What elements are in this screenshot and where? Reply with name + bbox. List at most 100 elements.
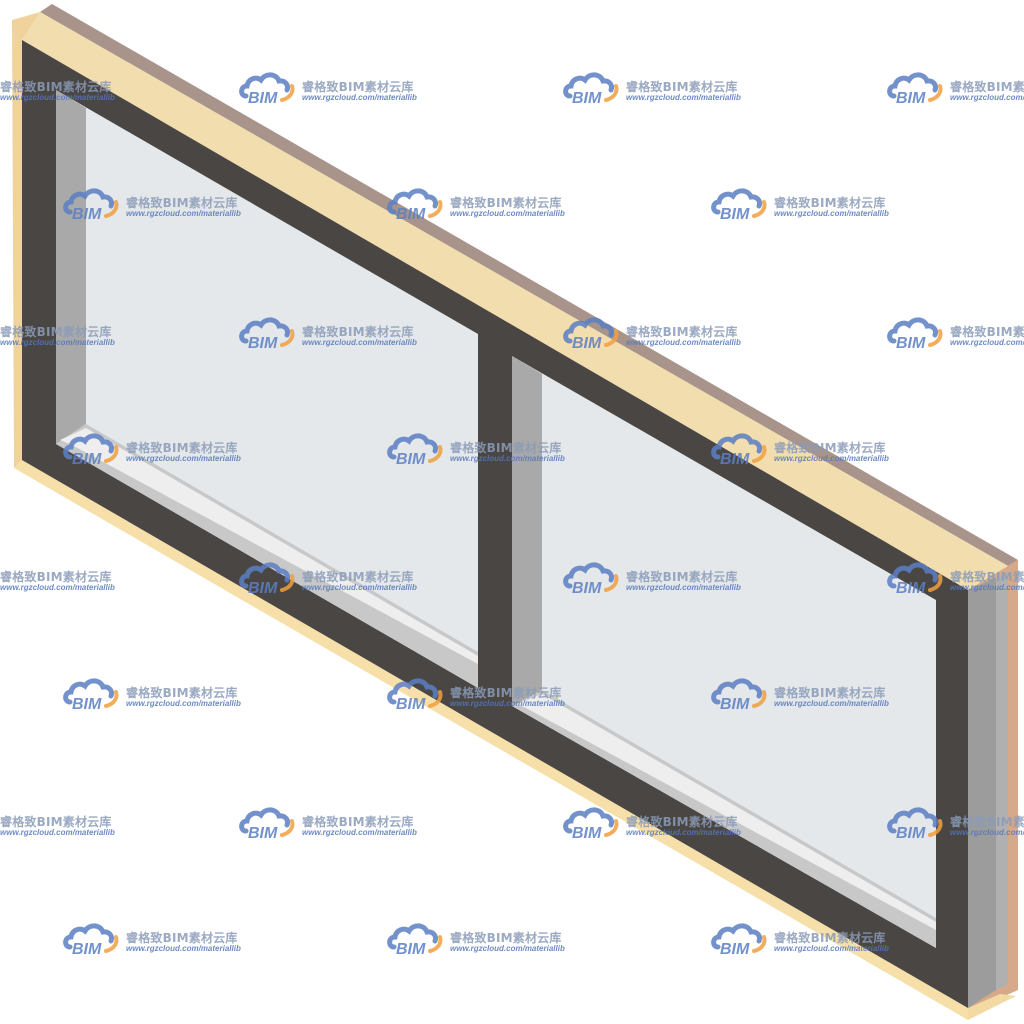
watermark-url-text: www.rgzcloud.com/materiallib <box>626 828 741 837</box>
watermark-url-text: www.rgzcloud.com/materiallib <box>450 944 565 953</box>
bim-logo-text: BIM <box>720 451 750 467</box>
cloud-logo-icon: BIM <box>563 562 619 596</box>
watermark-brand-text: 睿格致BIM素材云库 <box>302 325 414 339</box>
bim-logo-text: BIM <box>896 825 926 841</box>
watermark-url-text: www.rgzcloud.com/materiallib <box>302 93 417 102</box>
watermark-brand-text: 睿格致BIM素材云库 <box>450 196 562 210</box>
watermark: BIM 睿格致BIM素材云库 www.rgzcloud.com/material… <box>710 431 910 471</box>
watermark: BIM 睿格致BIM素材云库 www.rgzcloud.com/material… <box>886 560 1024 600</box>
bim-logo-text: BIM <box>572 825 602 841</box>
watermark-brand-text: 睿格致BIM素材云库 <box>950 325 1024 339</box>
cloud-logo-icon: BIM <box>239 562 295 596</box>
bim-logo-text: BIM <box>72 451 102 467</box>
watermark: BIM 睿格致BIM素材云库 www.rgzcloud.com/material… <box>386 186 586 226</box>
cloud-logo-icon: BIM <box>63 678 119 712</box>
bim-logo-text: BIM <box>896 580 926 596</box>
watermark-url-text: www.rgzcloud.com/materiallib <box>302 583 417 592</box>
cloud-logo-icon: BIM <box>239 807 295 841</box>
cloud-logo-icon: BIM <box>563 807 619 841</box>
watermark: BIM 睿格致BIM素材云库 www.rgzcloud.com/material… <box>238 70 438 110</box>
right-pane-reveal-left <box>512 356 542 706</box>
watermark-url-text: www.rgzcloud.com/materiallib <box>626 338 741 347</box>
watermark-url-text: www.rgzcloud.com/materiallib <box>126 209 241 218</box>
watermark-url-text: www.rgzcloud.com/materiallib <box>450 209 565 218</box>
watermark: BIM 睿格致BIM素材云库 www.rgzcloud.com/material… <box>886 70 1024 110</box>
casing-bottom-lip <box>968 994 1016 1020</box>
watermark: BIM 睿格致BIM素材云库 www.rgzcloud.com/material… <box>710 921 910 961</box>
casing-top-edge <box>40 4 1018 566</box>
watermark-url-text: www.rgzcloud.com/materiallib <box>126 944 241 953</box>
watermark-url-text: www.rgzcloud.com/materiallib <box>0 583 115 592</box>
watermark-brand-text: 睿格致BIM素材云库 <box>126 441 238 455</box>
left-pane-sill-highlight <box>60 428 478 664</box>
watermark-url-text: www.rgzcloud.com/materiallib <box>774 944 889 953</box>
watermark-url-text: www.rgzcloud.com/materiallib <box>450 699 565 708</box>
watermark-brand-text: 睿格致BIM素材云库 <box>450 686 562 700</box>
cloud-logo-icon: BIM <box>387 433 443 467</box>
watermark-url-text: www.rgzcloud.com/materiallib <box>950 93 1024 102</box>
watermark-brand-text: 睿格致BIM素材云库 <box>774 196 886 210</box>
cloud-logo-icon: BIM <box>563 317 619 351</box>
frame-right-side-light <box>996 572 1008 990</box>
watermark-url-text: www.rgzcloud.com/materiallib <box>0 828 115 837</box>
watermark-url-text: www.rgzcloud.com/materiallib <box>774 699 889 708</box>
watermark: BIM 睿格致BIM素材云库 www.rgzcloud.com/material… <box>386 431 586 471</box>
cloud-logo-icon: BIM <box>711 678 767 712</box>
bim-logo-text: BIM <box>720 696 750 712</box>
right-pane-glass <box>512 356 936 948</box>
watermark: BIM 睿格致BIM素材云库 www.rgzcloud.com/material… <box>62 431 262 471</box>
cloud-logo-icon: BIM <box>239 72 295 106</box>
frame-right-side <box>968 578 996 1008</box>
left-pane-reveal-left <box>56 90 86 444</box>
cloud-logo-icon: BIM <box>239 317 295 351</box>
bim-logo-text: BIM <box>572 90 602 106</box>
cloud-logo-icon: BIM <box>63 923 119 957</box>
cloud-logo-icon: BIM <box>63 188 119 222</box>
watermark-brand-text: 睿格致BIM素材云库 <box>126 686 238 700</box>
watermark-brand-text: 睿格致BIM素材云库 <box>950 570 1024 584</box>
watermark-url-text: www.rgzcloud.com/materiallib <box>626 583 741 592</box>
watermark: BIM 睿格致BIM素材云库 www.rgzcloud.com/material… <box>0 805 136 845</box>
cloud-logo-icon: BIM <box>887 562 943 596</box>
bim-logo-text: BIM <box>572 580 602 596</box>
cloud-logo-icon: BIM <box>387 188 443 222</box>
watermark-url-text: www.rgzcloud.com/materiallib <box>0 93 115 102</box>
watermark-url-text: www.rgzcloud.com/materiallib <box>302 828 417 837</box>
watermark-brand-text: 睿格致BIM素材云库 <box>626 815 738 829</box>
watermark-brand-text: 睿格致BIM素材云库 <box>774 931 886 945</box>
watermark-url-text: www.rgzcloud.com/materiallib <box>126 454 241 463</box>
cloud-logo-icon: BIM <box>63 433 119 467</box>
watermark: BIM 睿格致BIM素材云库 www.rgzcloud.com/material… <box>386 676 586 716</box>
watermark-brand-text: 睿格致BIM素材云库 <box>126 931 238 945</box>
bim-logo-text: BIM <box>248 335 278 351</box>
watermark-brand-text: 睿格致BIM素材云库 <box>0 815 112 829</box>
watermark: BIM 睿格致BIM素材云库 www.rgzcloud.com/material… <box>562 315 762 355</box>
watermark-brand-text: 睿格致BIM素材云库 <box>0 80 112 94</box>
cloud-logo-icon: BIM <box>887 72 943 106</box>
watermark: BIM 睿格致BIM素材云库 www.rgzcloud.com/material… <box>62 186 262 226</box>
watermark-url-text: www.rgzcloud.com/materiallib <box>774 454 889 463</box>
cloud-logo-icon: BIM <box>387 923 443 957</box>
cloud-logo-icon: BIM <box>711 923 767 957</box>
watermark-brand-text: 睿格致BIM素材云库 <box>302 80 414 94</box>
bim-logo-text: BIM <box>72 941 102 957</box>
casing-bottom-face <box>14 460 968 1020</box>
watermark: BIM 睿格致BIM素材云库 www.rgzcloud.com/material… <box>886 805 1024 845</box>
watermark: BIM 睿格致BIM素材云库 www.rgzcloud.com/material… <box>62 676 262 716</box>
watermark-brand-text: 睿格致BIM素材云库 <box>626 570 738 584</box>
watermark-brand-text: 睿格致BIM素材云库 <box>302 570 414 584</box>
watermark-brand-text: 睿格致BIM素材云库 <box>0 570 112 584</box>
left-pane-glass <box>56 90 478 688</box>
watermark: BIM 睿格致BIM素材云库 www.rgzcloud.com/material… <box>562 560 762 600</box>
bim-logo-text: BIM <box>396 696 426 712</box>
bim-logo-text: BIM <box>72 206 102 222</box>
bim-logo-text: BIM <box>248 580 278 596</box>
watermark: BIM 睿格致BIM素材云库 www.rgzcloud.com/material… <box>238 805 438 845</box>
cloud-logo-icon: BIM <box>887 317 943 351</box>
watermark-brand-text: 睿格致BIM素材云库 <box>774 686 886 700</box>
cloud-logo-icon: BIM <box>563 72 619 106</box>
bim-logo-text: BIM <box>896 335 926 351</box>
bim-logo-text: BIM <box>248 90 278 106</box>
watermark-brand-text: 睿格致BIM素材云库 <box>626 80 738 94</box>
